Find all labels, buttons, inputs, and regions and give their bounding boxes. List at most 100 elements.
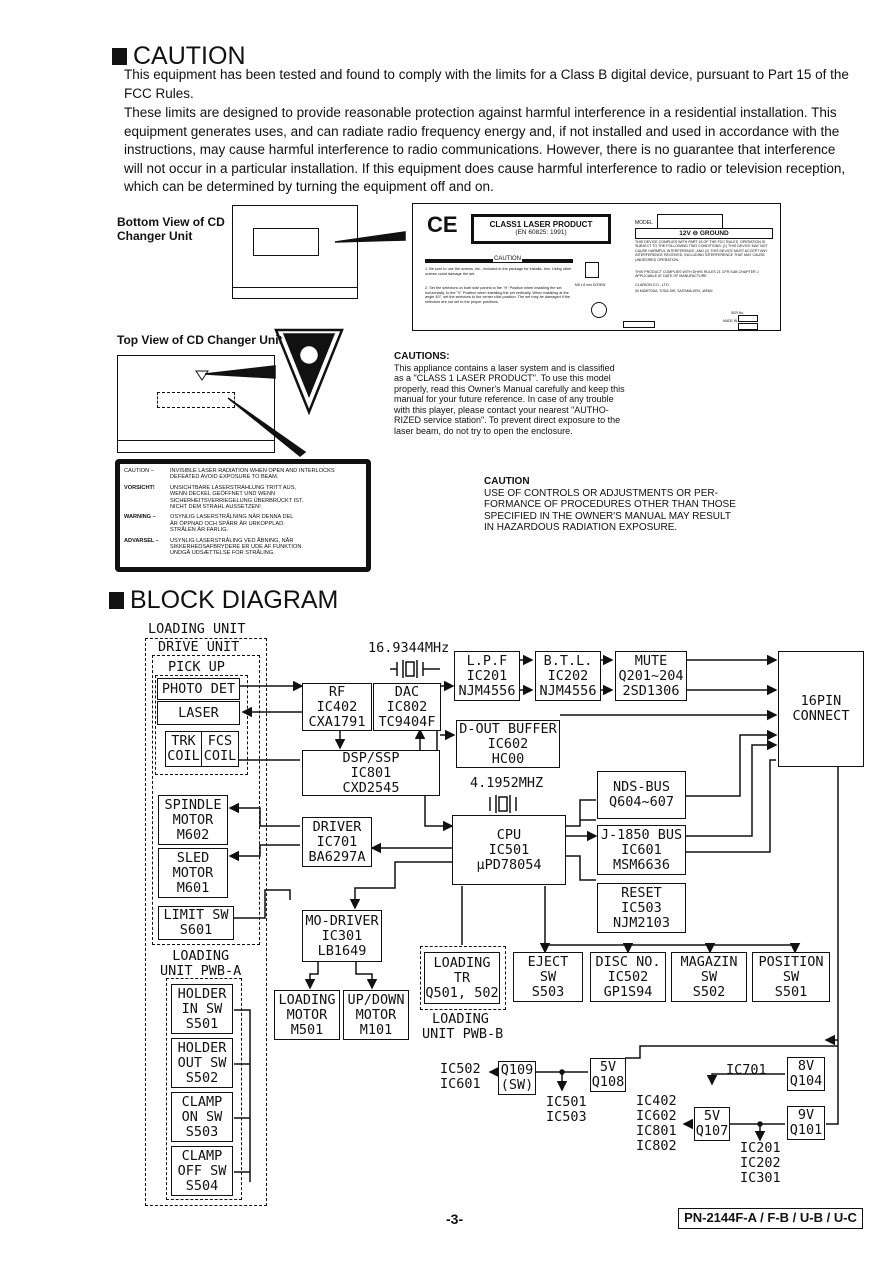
holder-out-label: OUT SW [177,1054,227,1071]
j1850-label: J-1850 BUS [600,826,683,843]
warning-text: INVISIBLE LASER RADIATION WHEN OPEN AND … [170,468,335,485]
crystal-16mhz-label: 16.9344MHz [368,640,450,656]
warning-tag: WARNING – [124,514,156,521]
cautions-title: CAUTIONS: [394,351,450,362]
warning-tag: VORSICHT! [124,484,155,491]
d-out-buffer-block: D-OUT BUFFER IC602 HC00 [456,720,560,768]
eject-label: SW [539,968,557,985]
ground-text: 12V ⊖ GROUND [635,228,773,239]
block-diagram-heading-text: BLOCK DIAGRAM [130,586,339,614]
class1-title: CLASS1 LASER PRODUCT [489,220,593,229]
clamp-off-block: CLAMP OFF SW S504 [171,1146,233,1196]
rf-label: CXA1791 [308,713,366,730]
reset-label: RESET [621,884,662,901]
disc-no-label: IC502 [607,968,649,985]
dac-block: DAC IC802 TC9404F [373,683,441,731]
made-in-label: MADE IN [723,319,738,323]
holder-in-label: HOLDER [177,985,227,1002]
pwb-b-frame [420,946,506,1010]
selector-icon [591,302,607,318]
cautions-text-block: CAUTIONS: This appliance contains a lase… [394,351,634,436]
magazin-label: SW [700,968,718,985]
limit-sw-block: LIMIT SW S601 [158,906,234,940]
nds-label: Q604~607 [608,794,675,810]
lpf-block: L.P.F IC201 NJM4556 [454,651,520,701]
sled-motor-block: SLED MOTOR M601 [158,848,228,898]
loading-unit-label: LOADING UNIT [148,621,246,637]
q107-label: Q107 [695,1123,729,1139]
block-diagram-heading: BLOCK DIAGRAM [109,586,338,615]
clamp-on-block: CLAMP ON SW S503 [171,1092,233,1142]
pick-up-frame [155,675,248,775]
warning-row: ADVARSEL – USYNLIG LASERSTRÅLING VED ÅBN… [124,538,335,561]
model-code: PN-2144F-A / F-B / U-B / U-C [678,1208,863,1229]
holder-out-label: S502 [185,1069,219,1086]
dout-label: D-OUT BUFFER [459,720,557,737]
q109-label: Q109 [500,1062,534,1078]
warning-text: OSYNLIG LASERSTRÅLNING NÄR DENNA DEL ÄR … [170,514,335,537]
sled-label: MOTOR [172,864,214,881]
driver-label: BA6297A [308,848,366,865]
para2-line: equipment generates uses, and can radiat… [124,123,840,139]
caution-bar-right [525,259,573,263]
warning-line: NICHT DEM STRAHL AUSSETZEN! [170,504,261,511]
ic502-ic601-label: IC502 IC601 [440,1062,481,1092]
para2-line: which can be determined by turning the e… [124,179,494,195]
q108-5v-block: 5V Q108 [590,1058,626,1092]
power-ic-line: IC201 [740,1140,781,1156]
power-ic-line: IC501 [546,1094,587,1110]
fcc-paragraph-1: This equipment has been tested and found… [124,66,864,103]
bottom-view-drawing [232,205,358,299]
magazin-sw-block: MAGAZIN SW S502 [671,952,747,1002]
q107-label: 5V [703,1108,721,1124]
q108-label: 5V [599,1059,617,1075]
top-view-slot [157,392,235,408]
warning-line: OSYNLIG LASERSTRÅLNING NÄR DENNA DEL [170,514,294,521]
trk-coil-label: TRK [171,733,196,749]
top-view-pointer [227,397,307,457]
holder-in-label: IN SW [181,1000,223,1017]
q101-label: 9V [797,1107,815,1123]
eject-label: S503 [531,983,565,1000]
selector-note: 2. Set the selectors on both side panels… [425,286,570,304]
clamp-off-label: OFF SW [177,1162,227,1179]
power-ic-line: IC502 [440,1061,481,1077]
eject-sw-block: EJECT SW S503 [513,952,583,1002]
class1-sub: (EN 60825: 1991) [515,229,567,236]
updown-motor-label: MOTOR [355,1006,397,1023]
clamp-on-label: CLAMP [181,1093,223,1110]
mute-block: MUTE Q201~204 2SD1306 [615,651,687,701]
loading-motor-label: MOTOR [286,1006,328,1023]
top-view-drawing [117,355,275,453]
cautions-line: properly, read this Owner's Manual caref… [394,383,625,394]
warning-line: STRÅLEN ÄR FARLIG. [170,527,229,534]
para1-line2: FCC Rules. [124,85,194,101]
cautions-line: with this player, please contact your ne… [394,404,609,415]
clamp-off-label: CLAMP [181,1147,223,1164]
holder-out-label: HOLDER [177,1039,227,1056]
magazin-label: S502 [692,983,726,1000]
bottom-view-label: Bottom View of CD Changer Unit [117,215,225,243]
spindle-label: M602 [176,826,210,843]
power-ic-line: IC601 [440,1076,481,1092]
warning-line: UNSICHTBARE LASERSTRAHLUNG TRITT AUS, [170,484,296,491]
cautions-line: laser beam, do not try to open the enclo… [394,425,573,436]
fcs-coil-label: COIL [203,748,237,764]
updown-motor-block: UP/DOWN MOTOR M101 [343,990,409,1040]
loading-motor-label: M501 [290,1021,324,1038]
dsp-block: DSP/SSP IC801 CXD2545 [302,750,440,796]
caution2-title: CAUTION [484,476,530,487]
dac-label: TC9404F [378,713,436,730]
ic701-label: IC701 [726,1062,767,1078]
bottom-view-arrow [334,231,406,243]
warning-text: USYNLIG LASERSTRÅLING VED ÅBNING, NÅR SI… [170,538,335,561]
eject-label: EJECT [527,953,569,970]
maker-name: CLARION CO., LTD. [635,283,670,287]
power-ic-line: IC301 [740,1170,781,1186]
btl-block: B.T.L. IC202 NJM4556 [535,651,601,701]
screw-icon [585,262,599,278]
power-ic-line: IC801 [636,1123,677,1139]
j1850-label: MSM6636 [613,856,670,873]
driver-block: DRIVER IC701 BA6297A [302,817,372,867]
